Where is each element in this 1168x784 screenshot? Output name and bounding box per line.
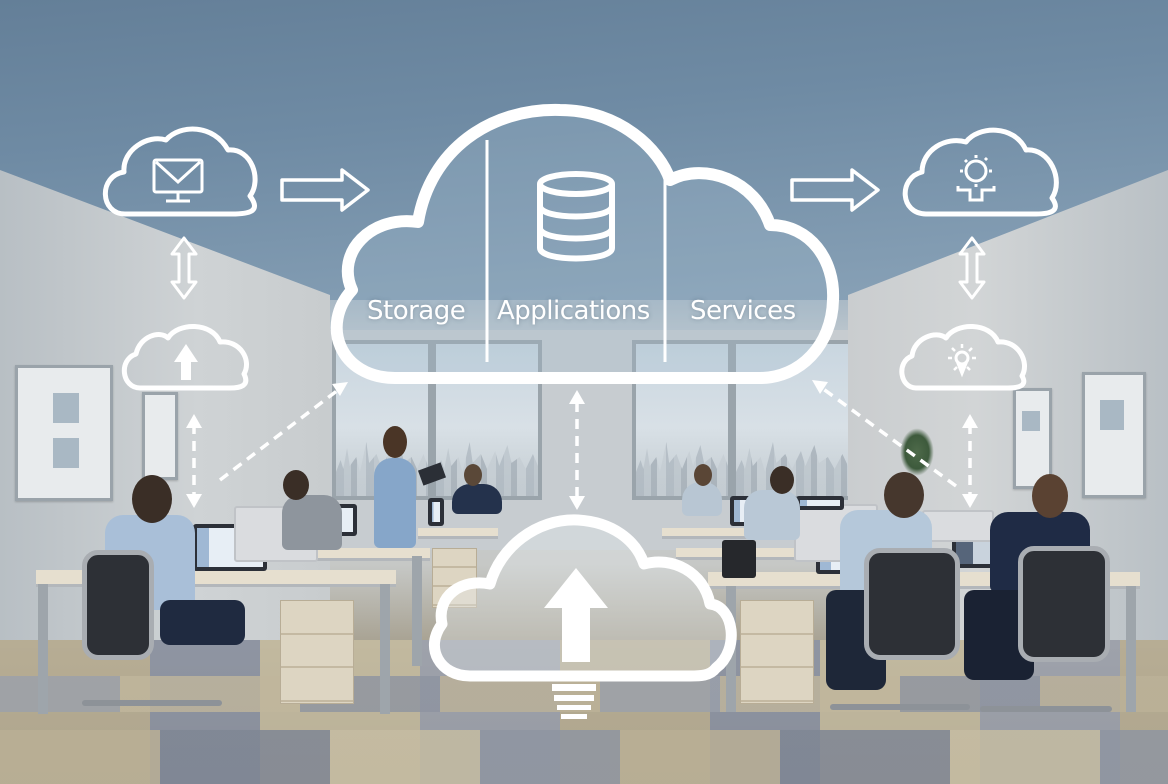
lightbulb-icon xyxy=(948,344,976,378)
monitor-mail-icon xyxy=(152,158,204,203)
wall-poster xyxy=(15,365,113,501)
office-chair xyxy=(864,548,960,660)
laptop xyxy=(796,496,844,510)
dashed-arrow xyxy=(820,386,958,488)
dashed-arrow xyxy=(218,388,340,482)
office-chair xyxy=(1018,546,1110,662)
wall-poster xyxy=(1082,372,1146,498)
double-arrow-icon xyxy=(170,236,198,300)
desk xyxy=(662,528,792,536)
laptop xyxy=(428,498,444,526)
section-label-storage: Storage xyxy=(367,296,466,326)
double-arrow-icon xyxy=(958,236,986,300)
potted-plant xyxy=(900,428,934,476)
filing-cabinet xyxy=(740,600,814,704)
window xyxy=(732,340,852,500)
section-label-services: Services xyxy=(690,296,796,326)
desk xyxy=(418,528,498,536)
database-icon xyxy=(537,171,615,262)
desk xyxy=(260,548,430,558)
upload-arrow-icon xyxy=(174,344,198,380)
arrow-right-icon xyxy=(790,168,880,212)
right-bottom-cloud xyxy=(899,324,1027,391)
desk-organizer xyxy=(722,540,756,578)
left-top-cloud xyxy=(102,126,258,217)
gear-hand-icon xyxy=(956,155,996,202)
main-cloud xyxy=(330,103,840,384)
bottom-cloud xyxy=(428,514,737,719)
filing-cabinet xyxy=(280,600,354,704)
office-chair xyxy=(82,550,154,660)
upload-arrow-icon xyxy=(544,568,608,662)
lightbulb-base-icon xyxy=(552,684,596,719)
right-top-cloud xyxy=(902,127,1059,217)
arrow-right-icon xyxy=(280,168,370,212)
left-bottom-cloud xyxy=(121,324,249,391)
section-label-applications: Applications xyxy=(497,296,650,326)
